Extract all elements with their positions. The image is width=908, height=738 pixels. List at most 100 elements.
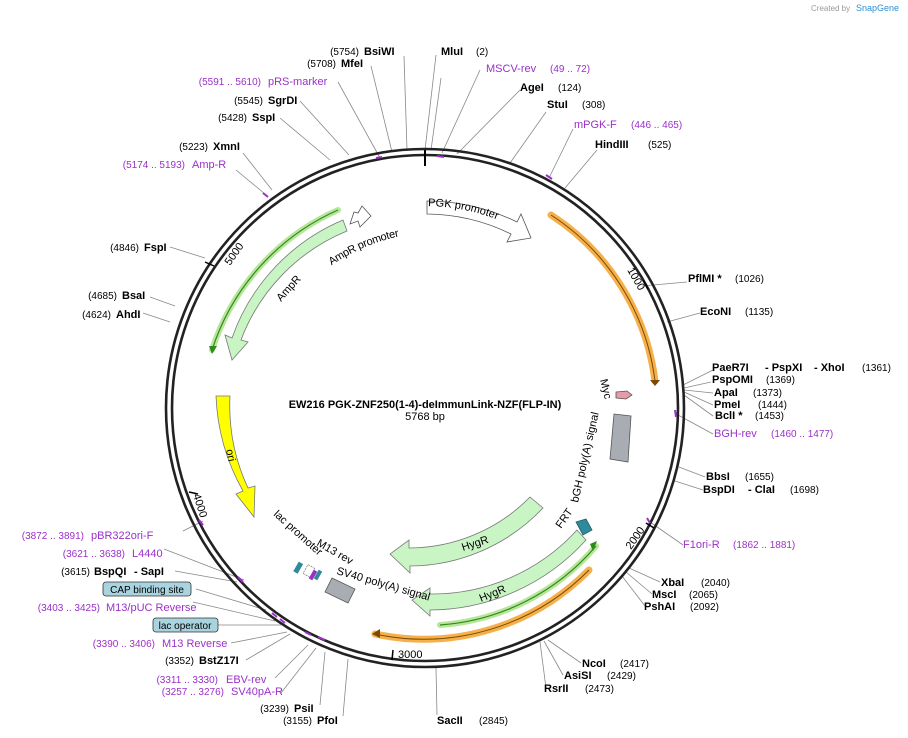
cap-binding-site-feature[interactable]: [293, 561, 304, 574]
enzyme-bspqi[interactable]: BspQI: [94, 566, 126, 578]
ampr-feature[interactable]: [224, 219, 348, 361]
primer-mpgk-f-pos: (446 .. 465): [631, 120, 682, 131]
bgh-polya-label: bGH poly(A) signal: [569, 411, 601, 504]
primer-bgh-rev[interactable]: BGH-rev: [714, 428, 757, 440]
orf-top-right: [547, 211, 659, 385]
enzyme-rsrii[interactable]: RsrII: [544, 683, 568, 695]
enzyme-psii[interactable]: PsiI: [294, 703, 314, 715]
enzyme-bcli[interactable]: BclI *: [715, 410, 743, 422]
enzyme-sgrdi[interactable]: SgrDI: [268, 95, 297, 107]
enzyme-xhoi-pos: (1361): [862, 363, 891, 374]
enzyme-stui[interactable]: StuI: [547, 99, 568, 111]
orf-green-left-arrow: [209, 346, 217, 354]
enzyme-apai[interactable]: ApaI: [714, 387, 738, 399]
enzyme-pfoi-pos: (3155): [283, 716, 312, 727]
primer-l4440-pos: (3621 .. 3638): [63, 549, 125, 560]
ori-feature[interactable]: [215, 395, 256, 519]
enzyme-fspi[interactable]: FspI: [144, 242, 167, 254]
enzyme-sacii[interactable]: SacII: [437, 715, 463, 727]
enzyme-sapi[interactable]: - SapI: [134, 566, 164, 578]
enzyme-bsai[interactable]: BsaI: [122, 290, 145, 302]
primer-amp-r[interactable]: Amp-R: [192, 159, 226, 171]
enzyme-sspi[interactable]: SspI: [252, 112, 275, 124]
enzyme-stui-pos: (308): [582, 100, 605, 111]
cap-binding-site-box[interactable]: [102, 581, 192, 597]
enzyme-msci[interactable]: MscI: [652, 589, 676, 601]
lac-promoter-label: lac promoter: [271, 508, 325, 558]
credit-text: Created by: [811, 4, 850, 13]
primer-l4440[interactable]: L4440: [132, 548, 163, 560]
lac-operator-label: lac operator: [159, 621, 212, 632]
enzyme-apai-pos: (1373): [753, 388, 782, 399]
enzyme-pmei-pos: (1444): [758, 400, 787, 411]
lac-operator-feature[interactable]: [313, 569, 323, 581]
primer-mpgk-f[interactable]: mPGK-F: [574, 119, 617, 131]
frt-feature[interactable]: [575, 518, 593, 536]
enzyme-mlui[interactable]: MluI: [441, 46, 463, 58]
enzyme-sacii-pos: (2845): [479, 716, 508, 727]
enzyme-psii-pos: (3239): [260, 704, 289, 715]
ampr-promoter-feature[interactable]: [349, 205, 372, 228]
primer-m13-reverse[interactable]: M13 Reverse: [162, 638, 227, 650]
lac-operator-box[interactable]: [152, 617, 219, 633]
myc-label: Myc: [597, 378, 614, 401]
enzyme-pshai[interactable]: PshAI: [644, 601, 675, 613]
enzyme-asisi[interactable]: AsiSI: [564, 670, 592, 682]
enzyme-sspi-pos: (5428): [218, 113, 247, 124]
enzyme-xbai[interactable]: XbaI: [661, 577, 684, 589]
enzyme-agei-pos: (124): [558, 83, 581, 94]
sv40-polya-feature[interactable]: [324, 577, 356, 604]
enzyme-pflmi[interactable]: PflMI *: [688, 273, 722, 285]
primer-sv40pa-r-pos: (3257 .. 3276): [162, 687, 224, 698]
enzyme-bsiwi-pos: (5754): [330, 47, 359, 58]
enzyme-mlui-pos: (2): [476, 47, 488, 58]
orf-green-left-line: [211, 209, 339, 351]
enzyme-asisi-pos: (2429): [607, 671, 636, 682]
hygr-feature-upper[interactable]: [389, 496, 544, 574]
m13-rev-feature[interactable]: [308, 569, 318, 581]
enzyme-pfoi[interactable]: PfoI: [317, 715, 338, 727]
enzyme-xhoi[interactable]: - XhoI: [814, 362, 845, 374]
enzyme-agei[interactable]: AgeI: [520, 82, 544, 94]
enzyme-pspxi[interactable]: - PspXI: [765, 362, 802, 374]
orf-green-right-line: [439, 545, 597, 626]
enzyme-ahdi[interactable]: AhdI: [116, 309, 140, 321]
primer-m13puc-reverse-pos: (3403 .. 3425): [38, 603, 100, 614]
primer-pbr322ori-f[interactable]: pBR322ori-F: [91, 530, 154, 542]
enzyme-clai[interactable]: - ClaI: [748, 484, 775, 496]
primer-pbr322ori-f-pos: (3872 .. 3891): [22, 531, 84, 542]
enzyme-rsrii-pos: (2473): [585, 684, 614, 695]
primer-m13puc-reverse[interactable]: M13/pUC Reverse: [106, 602, 196, 614]
primer-mscv-rev[interactable]: MSCV-rev: [486, 63, 537, 75]
primer-prs-marker[interactable]: pRS-marker: [268, 76, 328, 88]
primer-sv40pa-r[interactable]: SV40pA-R: [231, 686, 283, 698]
pgk-promoter-feature[interactable]: [426, 200, 532, 243]
hygr-feature-lower[interactable]: [411, 529, 587, 617]
enzyme-bspdi[interactable]: BspDI: [703, 484, 735, 496]
enzyme-mfei[interactable]: MfeI: [341, 58, 363, 70]
bgh-polya-feature[interactable]: [609, 413, 632, 463]
primer-m13-reverse-pos: (3390 .. 3406): [93, 639, 155, 650]
myc-feature[interactable]: [615, 390, 633, 400]
enzyme-xmni[interactable]: XmnI: [213, 141, 240, 153]
enzyme-bstz17i-pos: (3352): [165, 656, 194, 667]
enzyme-mfei-pos: (5708): [307, 59, 336, 70]
enzyme-ncoi[interactable]: NcoI: [582, 658, 606, 670]
enzyme-fspi-pos: (4846): [110, 243, 139, 254]
enzyme-bstz17i[interactable]: BstZ17I: [199, 655, 239, 667]
primer-amp-r-pos: (5174 .. 5193): [123, 160, 185, 171]
snapgene-logo: SnapGene: [856, 3, 899, 13]
enzyme-bsiwi[interactable]: BsiWI: [364, 46, 395, 58]
orf-top-right-line: [550, 214, 656, 382]
enzyme-pspomi[interactable]: PspOMI: [712, 374, 753, 386]
enzyme-paer7i[interactable]: PaeR7I: [712, 362, 749, 374]
enzyme-hindiii[interactable]: HindIII: [595, 139, 629, 151]
primer-ebv-rev[interactable]: EBV-rev: [226, 674, 267, 686]
enzyme-clai-pos: (1698): [790, 485, 819, 496]
enzyme-pflmi-pos: (1026): [735, 274, 764, 285]
primer-f1ori-r[interactable]: F1ori-R: [683, 539, 720, 551]
enzyme-bbsi[interactable]: BbsI: [706, 471, 730, 483]
enzyme-econi[interactable]: EcoNI: [700, 306, 731, 318]
enzyme-pmei[interactable]: PmeI: [714, 399, 740, 411]
